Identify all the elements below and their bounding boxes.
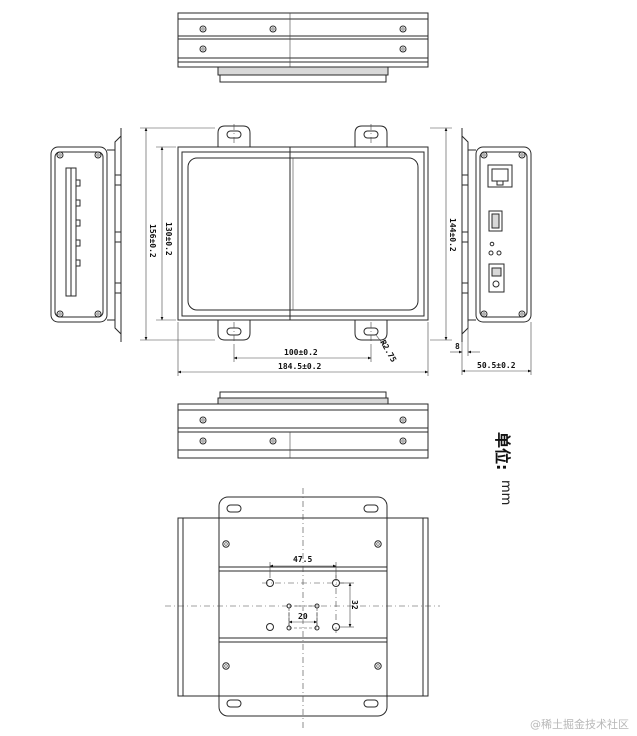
right-side-view xyxy=(461,128,532,342)
bottom-view xyxy=(165,488,440,728)
right-dimensions xyxy=(450,322,532,375)
dim-height-inner: 130±0.2 xyxy=(164,222,173,256)
front-dimensions xyxy=(140,127,452,376)
dim-total-width: 184.5±0.2 xyxy=(278,362,322,371)
dim-hole-spacing: 100±0.2 xyxy=(284,348,318,357)
dim-bottom-spacing-y: 32 xyxy=(350,600,359,610)
dim-height-right: 144±0.2 xyxy=(448,218,457,252)
bottom-dimensions xyxy=(269,562,354,628)
top-view xyxy=(177,12,429,83)
dim-bottom-spacing-x: 47.5 xyxy=(293,555,312,564)
dim-depth: 50.5±0.2 xyxy=(477,361,516,370)
dim-bottom-small: 20 xyxy=(298,612,308,621)
dim-hole-radius: R2.75 xyxy=(378,339,398,365)
dim-bracket: 8 xyxy=(455,342,460,351)
left-side-view xyxy=(50,128,122,342)
unit-value: mm xyxy=(498,480,513,505)
dim-height-outer: 156±0.2 xyxy=(148,224,157,258)
edge-view xyxy=(177,391,429,459)
watermark-text: @稀土掘金技术社区 xyxy=(530,718,629,731)
front-view xyxy=(177,124,429,344)
unit-label: 单位: xyxy=(493,432,512,470)
